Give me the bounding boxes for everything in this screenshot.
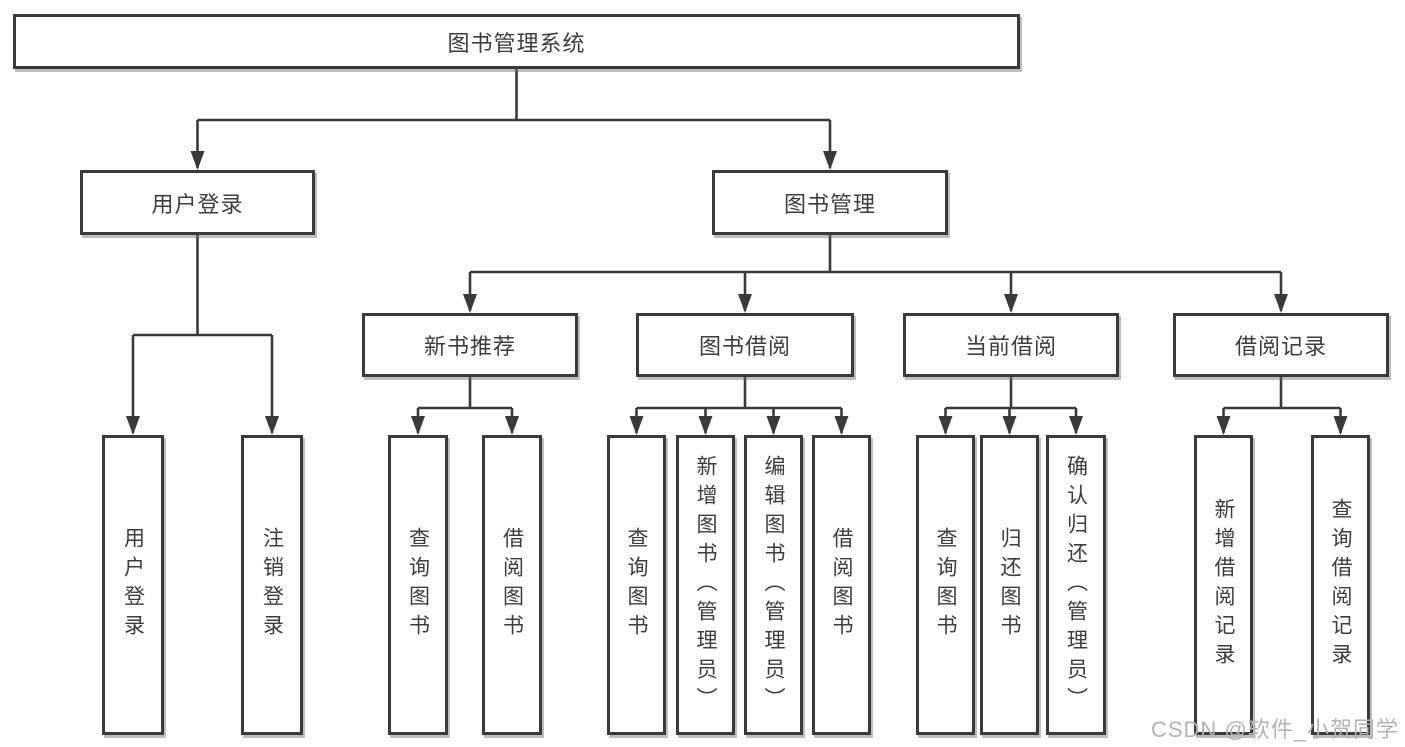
node-borrowing-records: 借阅记录 (1173, 313, 1389, 377)
leaf-user-login: 用户登录 (102, 435, 164, 735)
node-library-management-system: 图书管理系统 (13, 14, 1020, 69)
leaf-borrow-books-recommend: 借阅图书 (482, 435, 542, 735)
csdn-watermark: CSDN @软件_小贺同学 (1150, 717, 1399, 742)
leaf-query-books-current: 查询图书 (916, 435, 975, 735)
node-current-borrowing: 当前借阅 (903, 313, 1119, 377)
leaf-borrow-books-borrowing: 借阅图书 (812, 435, 871, 735)
leaf-logout: 注销登录 (241, 435, 303, 735)
node-book-management: 图书管理 (712, 170, 948, 235)
leaf-confirm-return-admin: 确认归还（管理员） (1046, 435, 1106, 735)
leaf-edit-books-admin: 编辑图书（管理员） (744, 435, 803, 735)
arrowheads (126, 151, 1348, 435)
node-new-book-recommendation: 新书推荐 (362, 313, 578, 377)
tree-edges (131, 69, 1342, 433)
node-user-login-group: 用户登录 (80, 170, 315, 235)
leaf-query-borrow-record: 查询借阅记录 (1311, 435, 1370, 735)
leaf-query-books-borrowing: 查询图书 (607, 435, 666, 735)
leaf-return-books: 归还图书 (980, 435, 1039, 735)
leaf-add-borrow-record: 新增借阅记录 (1194, 435, 1253, 735)
node-book-borrowing: 图书借阅 (636, 313, 854, 377)
leaf-query-books-recommend: 查询图书 (388, 435, 448, 735)
leaf-add-books-admin: 新增图书（管理员） (676, 435, 735, 735)
